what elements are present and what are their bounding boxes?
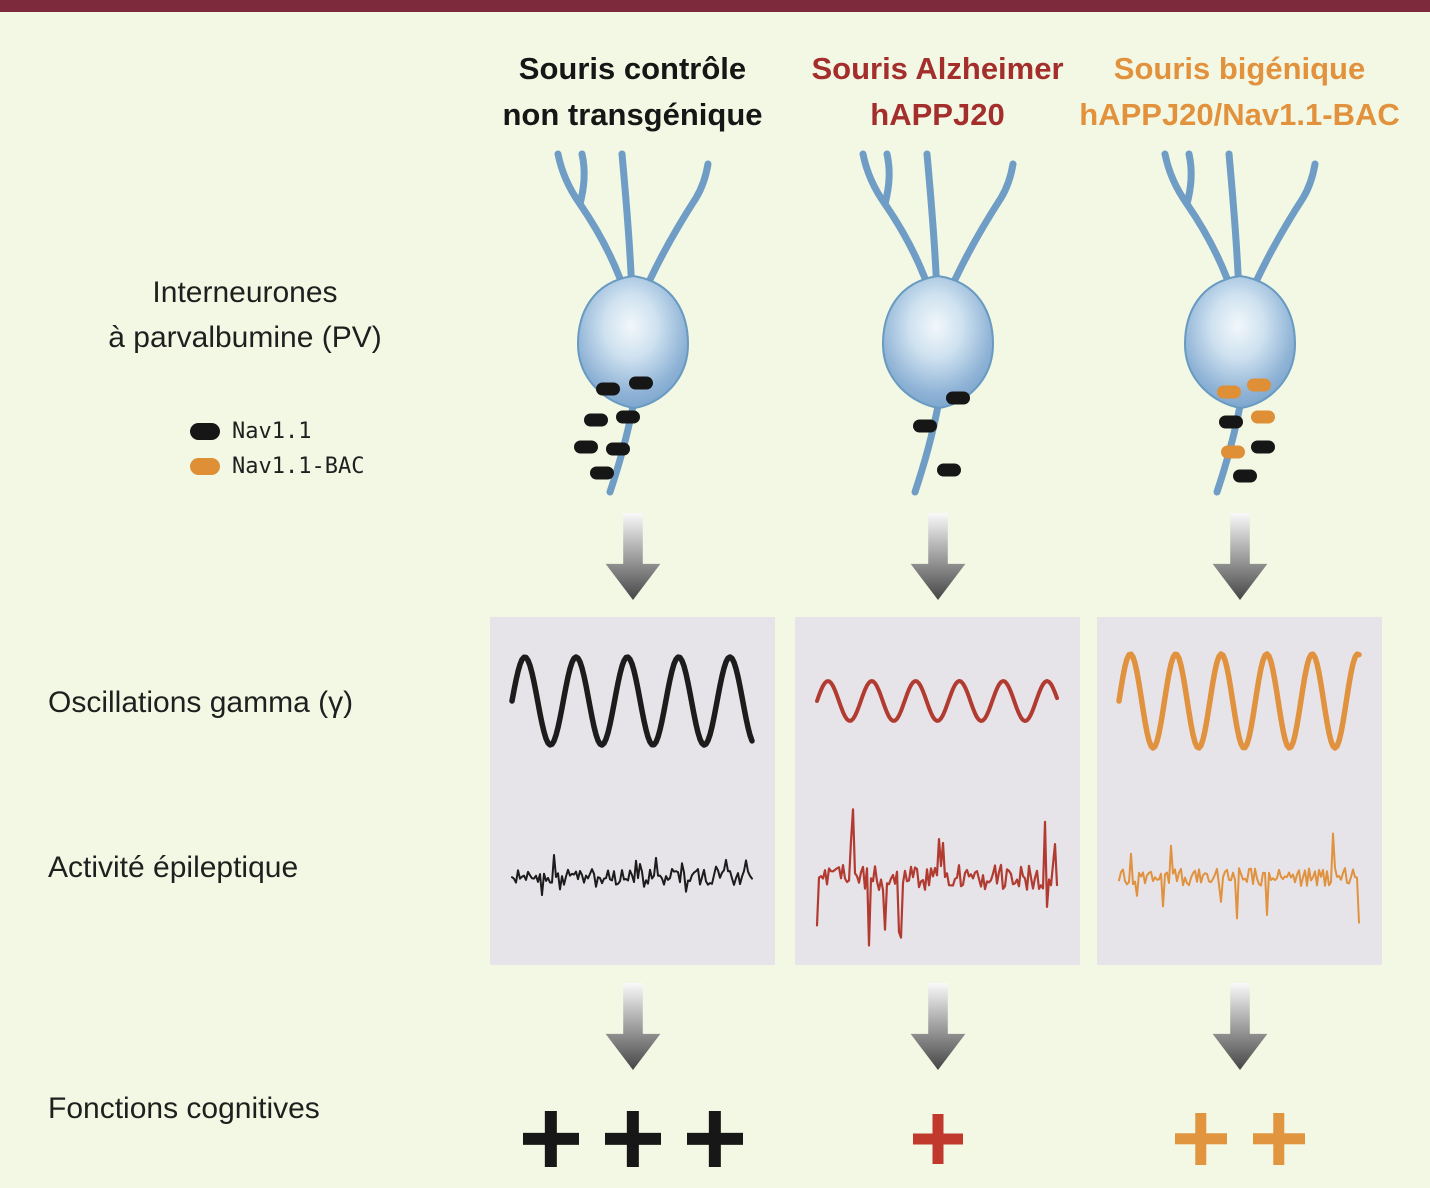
nav-channel-dot <box>583 413 608 427</box>
gamma-oscillation-trace <box>815 679 1059 723</box>
nav-channel-legend: Nav1.1 Nav1.1-BAC <box>190 416 364 481</box>
nav-channel-dot <box>595 382 620 396</box>
cognitive-function-score <box>913 1093 963 1185</box>
column-title-control: Souris contrôle non transgénique <box>502 30 762 140</box>
down-arrow-icon <box>910 983 965 1071</box>
gamma-oscillation-trace <box>1116 651 1362 751</box>
nav-channel-dot <box>1250 410 1275 424</box>
epileptic-activity-trace <box>511 854 753 897</box>
down-arrow-icon <box>605 983 660 1071</box>
column-title-alzheimer: Souris Alzheimer hAPPJ20 <box>811 30 1063 140</box>
nav-channel-dots <box>1216 378 1275 483</box>
label-cognitive-functions: Fonctions cognitives <box>48 1092 320 1125</box>
down-arrow-icon <box>1212 983 1267 1071</box>
cognition-plus-sign <box>687 1111 743 1167</box>
column-control-mouse: Souris contrôle non transgénique <box>490 30 775 1185</box>
nav-channel-dot <box>628 376 653 390</box>
column-alzheimer-mouse: Souris Alzheimer hAPPJ20 <box>795 30 1080 1185</box>
trace-panel-bigenic <box>1097 617 1382 965</box>
nav11-bac-pill-icon <box>190 457 220 475</box>
soma <box>1183 274 1296 410</box>
nav-channel-dot <box>912 419 937 433</box>
pv-interneuron-illustration <box>859 150 1016 496</box>
column-title-line2: hAPPJ20 <box>870 97 1005 132</box>
cognitive-function-score <box>1175 1093 1305 1185</box>
cognition-plus-sign <box>913 1114 963 1164</box>
nav-channel-dot <box>1250 440 1275 454</box>
label-epileptic-activity: Activité épileptique <box>48 851 299 884</box>
nav-channel-dot <box>945 391 970 405</box>
nav-channel-dot <box>615 410 640 424</box>
nav-channel-dots <box>573 376 653 480</box>
nav-channel-dot <box>1216 385 1241 399</box>
legend-label-nav11: Nav1.1 <box>232 418 312 444</box>
down-arrow-icon <box>910 513 965 601</box>
legend-item-nav11: Nav1.1 <box>190 416 364 446</box>
trace-panel-alzheimer <box>795 617 1080 965</box>
legend-item-nav11-bac: Nav1.1-BAC <box>190 451 364 481</box>
soma <box>576 274 689 410</box>
column-title-bigenic: Souris bigénique hAPPJ20/Nav1.1-BAC <box>1079 30 1399 140</box>
trace-panel-control <box>490 617 775 965</box>
column-title-line1: Souris bigénique <box>1113 51 1366 86</box>
nav-channel-dot <box>1218 415 1243 429</box>
nav-channel-dot <box>1232 469 1257 483</box>
column-title-line1: Souris Alzheimer <box>811 51 1064 86</box>
nav-channel-dot <box>1220 445 1245 459</box>
cognition-plus-sign <box>523 1111 579 1167</box>
nav-channel-dot <box>936 463 961 477</box>
column-bigenic-mouse: Souris bigénique hAPPJ20/Nav1.1-BAC <box>1079 30 1400 1185</box>
cognitive-function-score <box>523 1093 743 1185</box>
epileptic-activity-trace <box>1118 832 1360 924</box>
epileptic-activity-trace <box>815 808 1059 947</box>
soma <box>881 274 994 410</box>
cognition-plus-sign <box>1253 1113 1305 1165</box>
legend-label-nav11-bac: Nav1.1-BAC <box>232 453 365 479</box>
down-arrow-icon <box>605 513 660 601</box>
pv-interneuron-illustration <box>1161 150 1318 496</box>
label-gamma-oscillations: Oscillations gamma (γ) <box>48 686 354 719</box>
column-title-line2: hAPPJ20/Nav1.1-BAC <box>1079 97 1400 132</box>
top-border-bar <box>0 0 1430 12</box>
cognition-plus-sign <box>605 1111 661 1167</box>
nav-channel-dot <box>605 442 630 456</box>
nav-channel-dot <box>1246 378 1271 392</box>
gamma-oscillation-trace <box>509 654 755 748</box>
axon <box>911 402 941 496</box>
label-pv-interneurons-line2: à parvalbumine (PV) <box>108 321 382 354</box>
column-title-line1: Souris contrôle <box>518 51 747 86</box>
column-title-line2: non transgénique <box>502 97 763 132</box>
nav11-pill-icon <box>190 422 220 440</box>
pv-interneuron-illustration <box>554 150 711 496</box>
cognition-plus-sign <box>1175 1113 1227 1165</box>
label-pv-interneurons: Interneurones à parvalbumine (PV) <box>60 270 430 360</box>
label-pv-interneurons-line1: Interneurones <box>152 276 338 309</box>
nav-channel-dots <box>912 391 970 477</box>
nav-channel-dot <box>573 440 598 454</box>
nav-channel-dot <box>589 466 614 480</box>
down-arrow-icon <box>1212 513 1267 601</box>
